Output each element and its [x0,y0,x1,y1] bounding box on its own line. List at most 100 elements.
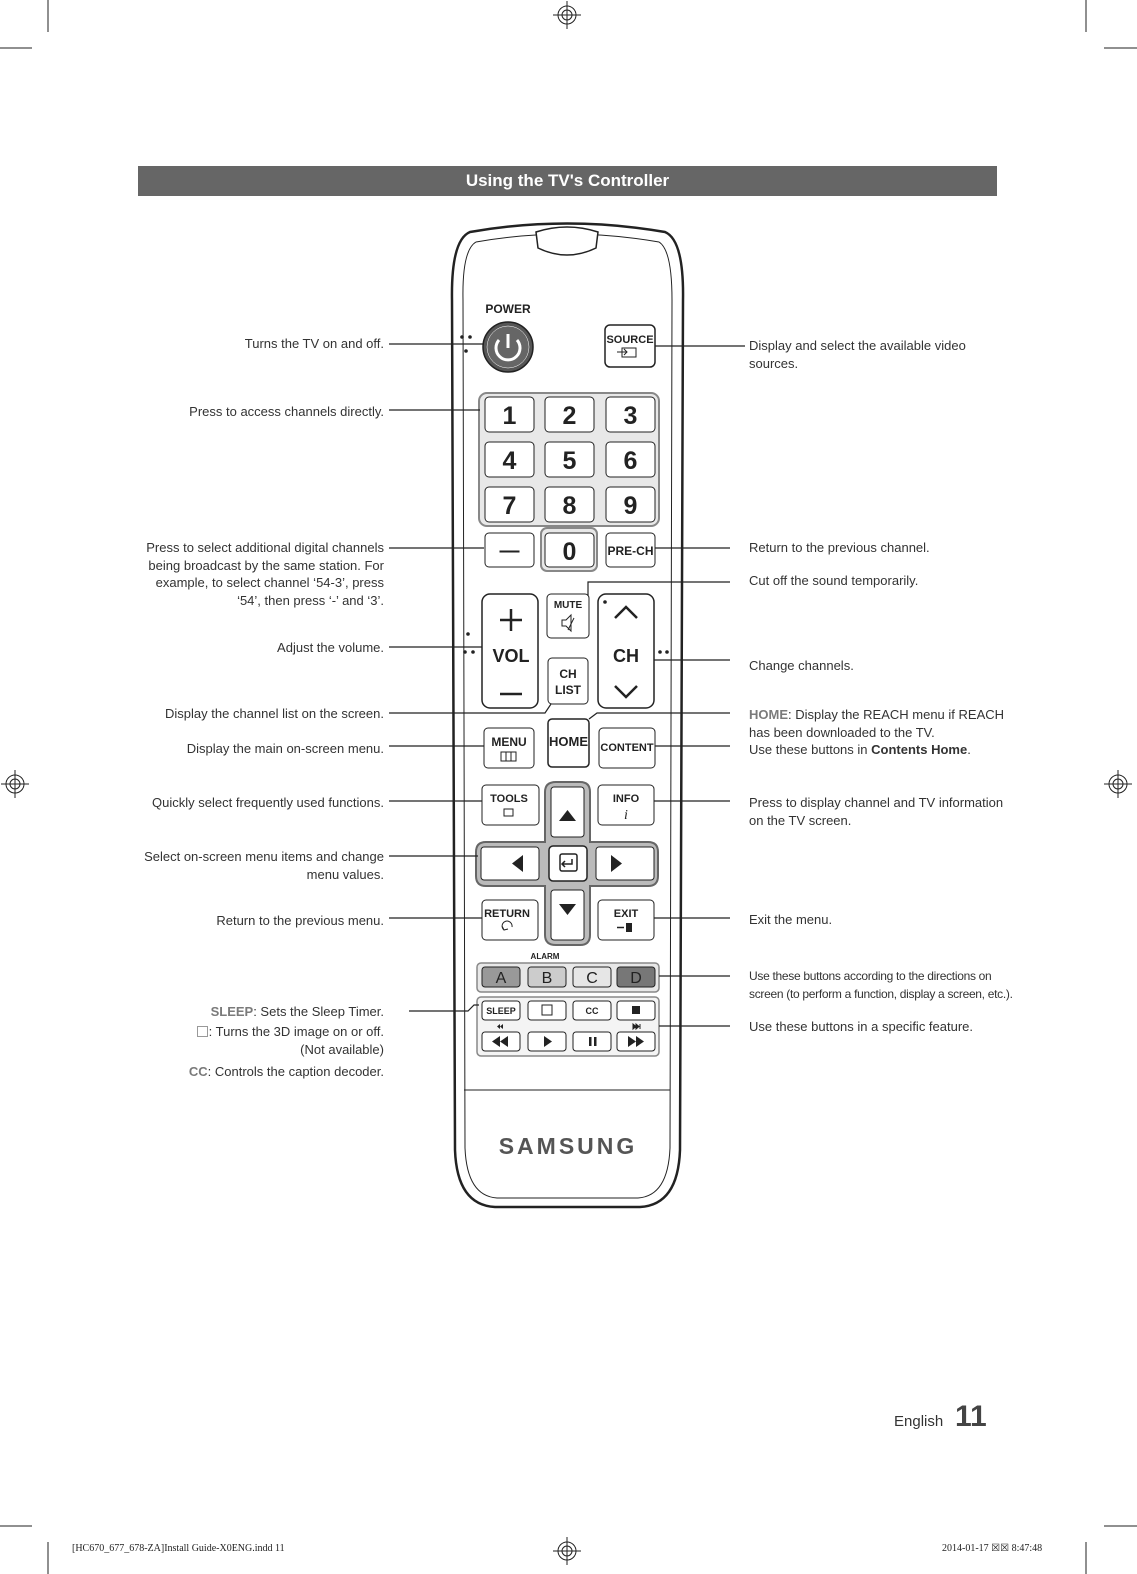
home-key-name: HOME [749,707,788,722]
sleep-key-name: SLEEP [210,1004,254,1019]
number-key-0-label: 0 [563,538,577,566]
power-description: Turns the TV on and off. [244,336,384,351]
3d-description: : Turns the 3D image on or off. [189,1023,384,1041]
up-arrow-button[interactable] [550,786,585,838]
dash-button[interactable]: — [484,532,535,568]
3d-text: : Turns the 3D image on or off. [208,1023,384,1039]
print-timestamp: 2014-01-17 ☒☒ 8:47:48 [942,1543,1043,1554]
number-key-9[interactable]: 9 [605,486,656,523]
ch-list-button[interactable]: CH LIST [547,657,589,705]
cc-key-name: CC [188,1063,208,1079]
up-arrow-icon [559,810,576,821]
home-text: : Display the REACH menu if REACH [788,707,1005,722]
down-arrow-button[interactable] [550,889,585,941]
sleep-button[interactable]: SLEEP [481,1000,521,1021]
tactile-dots-channel [603,600,669,654]
tactile-dots-power [460,335,472,353]
page-language: English [894,1413,944,1430]
sleep-text: : Sets the Sleep Timer. [253,1004,384,1019]
color-key-d-label: D [630,970,642,987]
ch-list-label-2: LIST [555,683,582,697]
number-key-2[interactable]: 2 [544,396,595,433]
source-label: SOURCE [606,334,653,346]
play-button[interactable] [527,1031,567,1052]
ch-list-description: Display the channel list on the screen. [165,706,384,721]
stop-icon [632,1006,640,1014]
info-description-line-1: Press to display channel and TV informat… [749,795,1004,810]
number-key-6[interactable]: 6 [605,441,656,478]
registration-mark-left [1,770,29,798]
sleep-label: SLEEP [486,1006,516,1016]
dash-description-line-4: ‘54’, then press ‘-’ and ‘3’. [237,592,384,608]
stop-button[interactable] [616,1000,656,1021]
number-key-4-label: 4 [503,447,517,475]
return-icon [501,920,513,931]
return-label: RETURN [484,908,530,920]
left-arrow-button[interactable] [480,846,540,881]
menu-button[interactable]: MENU [483,727,535,769]
home-button[interactable]: HOME [547,718,590,768]
color-key-c[interactable]: C [572,966,612,988]
3d-icon [541,1004,553,1016]
exit-button[interactable]: EXIT [597,899,655,941]
leader-lines [389,343,745,1027]
fast-forward-icon [628,1036,644,1047]
number-key-5[interactable]: 5 [544,441,595,478]
volume-description: Adjust the volume. [277,640,384,655]
down-arrow-icon [559,904,576,915]
number-key-8[interactable]: 8 [544,486,595,523]
color-key-d[interactable]: D [616,966,656,988]
rewind-button[interactable] [481,1031,521,1052]
enter-icon [560,859,573,868]
color-key-a-label: A [496,970,507,987]
enter-button[interactable] [548,845,588,882]
tactile-dots-volume [463,632,475,654]
number-key-1[interactable]: 1 [484,396,535,433]
menu-label: MENU [491,735,526,749]
source-button[interactable]: SOURCE [604,324,656,368]
return-description: Return to the previous menu. [216,913,384,928]
dash-description-line-2: being broadcast by the same station. For [148,557,384,573]
return-button[interactable]: RETURN [481,899,539,941]
section-title: Using the TV's Controller [138,166,997,196]
channel-label: CH [613,646,639,666]
power-button[interactable] [482,321,534,373]
color-keys-description-line-2: screen (to perform a function, display a… [749,986,1013,1001]
number-key-0[interactable]: 0 [540,527,598,572]
channel-rocker[interactable]: CH [597,593,655,709]
numbers-description: Press to access channels directly. [189,404,384,419]
ch-list-label-1: CH [559,667,576,681]
mute-button[interactable]: MUTE [546,593,590,639]
info-button[interactable]: INFO i [597,784,655,826]
number-key-5-label: 5 [563,447,577,475]
rewind-icon [492,1036,508,1047]
fast-forward-button[interactable] [616,1031,656,1052]
number-key-4[interactable]: 4 [484,441,535,478]
number-key-3[interactable]: 3 [605,396,656,433]
home-description-line-2: has been downloaded to the TV. [749,724,935,740]
prech-button[interactable]: PRE-CH [605,532,656,568]
color-key-b[interactable]: B [527,966,567,988]
tools-label: TOOLS [490,793,528,805]
volume-rocker[interactable]: VOL [481,593,539,709]
info-description-line-2: on the TV screen. [749,812,852,828]
number-key-7[interactable]: 7 [484,486,535,523]
info-icon: i [624,808,628,823]
pause-button[interactable] [572,1031,612,1052]
content-button[interactable]: CONTENT [598,727,656,769]
play-icon [544,1036,552,1047]
number-key-3-label: 3 [624,402,638,430]
media-keys-description: Use these buttons in a specific feature. [749,1019,974,1034]
cc-button[interactable]: CC [572,1000,612,1021]
right-arrow-button[interactable] [595,846,655,881]
number-key-2-label: 2 [563,402,577,430]
info-label: INFO [613,793,640,805]
color-key-a[interactable]: A [481,966,521,988]
power-label: POWER [485,302,531,316]
tools-button[interactable]: TOOLS [481,784,540,826]
number-key-9-label: 9 [624,492,638,520]
registration-mark-top [553,1,581,29]
3d-button[interactable] [527,1000,567,1021]
